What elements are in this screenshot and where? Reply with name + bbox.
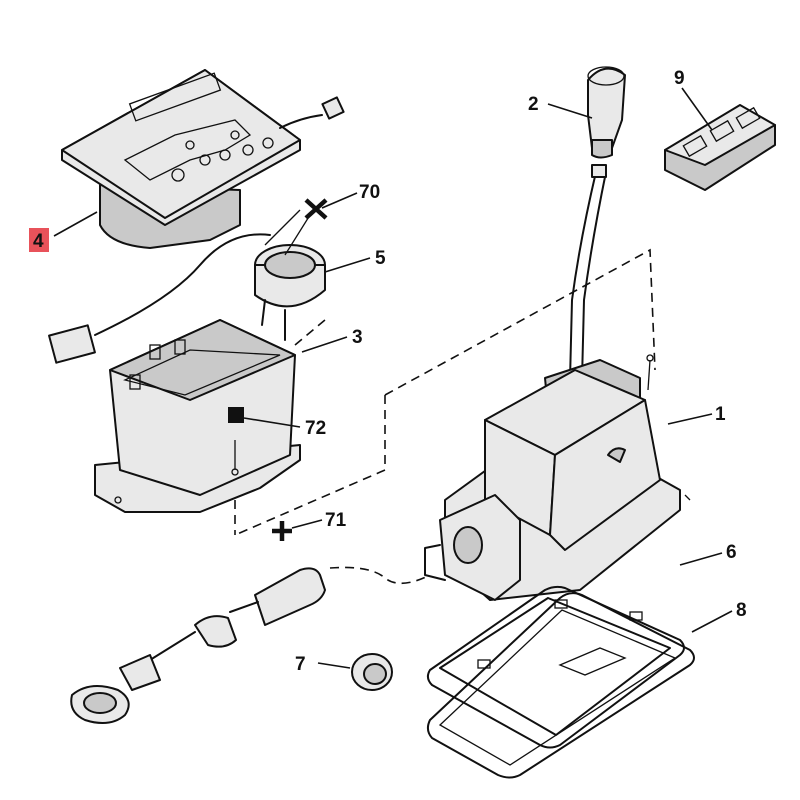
cross-icon xyxy=(304,198,328,220)
selector-cable[interactable] xyxy=(70,566,431,725)
part-4-indicator-plate[interactable] xyxy=(61,69,345,249)
callout-9: 9 xyxy=(674,68,685,89)
part-3-housing[interactable] xyxy=(48,233,301,513)
callout-3: 3 xyxy=(352,327,363,348)
callout-4-highlight xyxy=(29,228,49,252)
callout-71: 71 xyxy=(325,510,347,531)
part-2-gear-knob[interactable] xyxy=(587,66,626,159)
callout-6: 6 xyxy=(726,542,737,563)
part-7-grommet[interactable] xyxy=(351,653,393,691)
part-6-gasket[interactable] xyxy=(426,585,685,749)
callout-2: 2 xyxy=(528,94,539,115)
square-icon xyxy=(228,407,244,423)
part-1-shifter-assembly[interactable] xyxy=(424,164,691,601)
callout-4: 4 xyxy=(33,231,44,252)
callout-5: 5 xyxy=(375,248,386,269)
callout-7: 7 xyxy=(295,654,306,675)
callout-72: 72 xyxy=(305,418,326,439)
assembly-outline xyxy=(234,248,656,536)
callout-1: 1 xyxy=(715,404,726,425)
cross-icon xyxy=(272,521,292,541)
part-5-switch[interactable] xyxy=(254,209,326,341)
part-9-switch-pack[interactable] xyxy=(664,104,776,191)
part-8-base-plate[interactable] xyxy=(426,592,695,779)
leader-lines xyxy=(53,87,733,669)
callout-8: 8 xyxy=(736,600,747,621)
callout-70: 70 xyxy=(359,182,380,203)
